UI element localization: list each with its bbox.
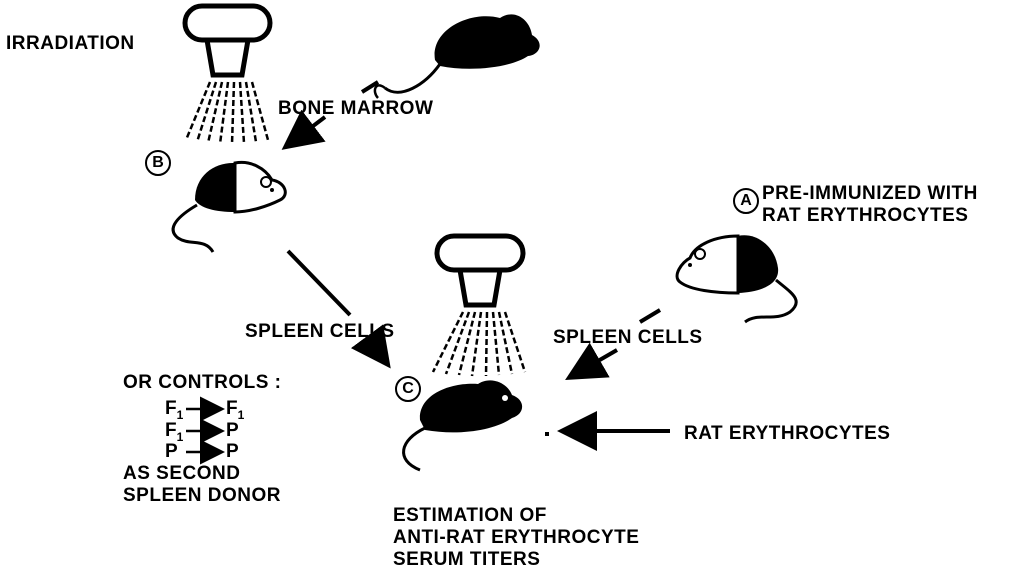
bone-marrow-label: BONE MARROW xyxy=(278,98,433,120)
spleen-cells-arrow-right-main xyxy=(572,350,617,376)
control-row-3-to: P xyxy=(226,441,239,469)
marker-a: A xyxy=(733,188,759,214)
as-second-label: AS SECOND xyxy=(123,463,240,485)
irradiation-lamp-top xyxy=(185,6,270,144)
estimation-label-3: SERUM TITERS xyxy=(393,549,540,571)
irradiation-label: IRRADIATION xyxy=(6,33,135,55)
rat-erythrocytes-label: RAT ERYTHROCYTES xyxy=(684,423,890,445)
pre-immunized-label-1: PRE-IMMUNIZED WITH xyxy=(762,183,978,205)
spleen-cells-arrow-right xyxy=(640,310,660,322)
spleen-donor-label: SPLEEN DONOR xyxy=(123,485,281,507)
control-row-3-from: P xyxy=(165,441,178,469)
estimation-label-2: ANTI-RAT ERYTHROCYTE xyxy=(393,527,639,549)
spleen-cells-arrow-left-head xyxy=(372,343,386,362)
spleen-cells-label-right: SPLEEN CELLS xyxy=(553,327,703,349)
irradiation-lamp-bottom xyxy=(433,236,525,376)
bone-marrow-donor-mouse xyxy=(375,14,540,98)
recipient-mouse-c xyxy=(404,380,523,470)
pre-immunized-label-2: RAT ERYTHROCYTES xyxy=(762,205,968,227)
spleen-cells-label-left: SPLEEN CELLS xyxy=(245,321,395,343)
bone-marrow-arrow-main xyxy=(288,117,325,145)
or-controls-label: OR CONTROLS : xyxy=(123,372,282,394)
injection-dot xyxy=(545,432,549,436)
chimera-mouse-b xyxy=(173,162,285,252)
pre-immunized-mouse-a xyxy=(677,235,796,322)
spleen-cells-arrow-left xyxy=(288,251,350,315)
marker-b: B xyxy=(145,150,171,176)
marker-c: C xyxy=(395,376,421,402)
estimation-label-1: ESTIMATION OF xyxy=(393,505,547,527)
